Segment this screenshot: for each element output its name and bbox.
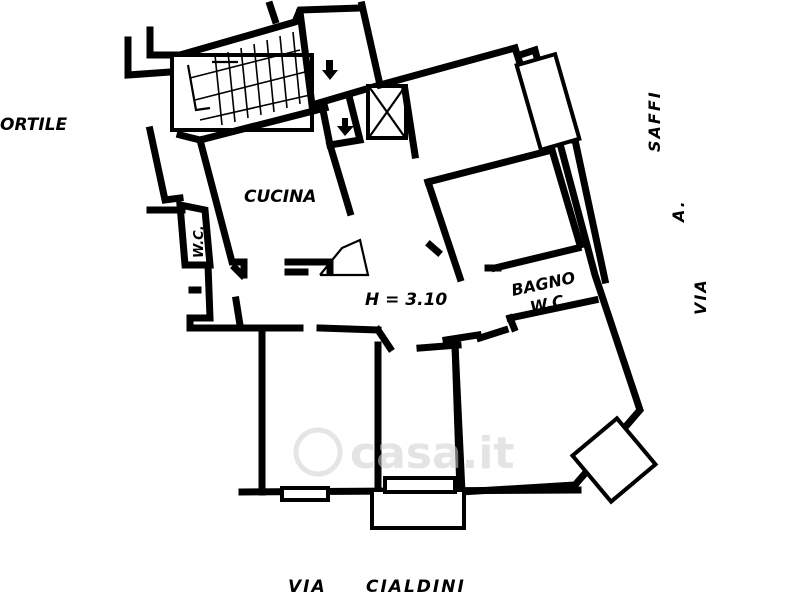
watermark-text: casa.it <box>350 428 514 479</box>
house-logo-icon <box>293 427 343 477</box>
apartment-walls <box>145 43 659 530</box>
street-cialdini-via: VIA <box>288 577 327 597</box>
down-arrow-icon <box>322 60 338 80</box>
ceiling-height-label: H = 3.10 <box>365 290 447 310</box>
stair-treads <box>214 31 301 126</box>
kitchen-label: CUCINA <box>244 187 316 207</box>
street-saffi-name: SAFFI <box>645 90 664 152</box>
elevator-shaft <box>296 0 408 150</box>
courtyard-label: ORTILE <box>0 115 68 135</box>
down-arrow-icon <box>337 118 354 136</box>
watermark: casa.it <box>293 427 514 479</box>
wc-small-label: W.C. <box>192 225 207 258</box>
street-saffi-initial: A. <box>669 199 688 224</box>
street-cialdini-name: CIALDINI <box>366 577 466 597</box>
street-saffi-via: VIA <box>691 278 710 315</box>
stairwell <box>124 0 364 132</box>
